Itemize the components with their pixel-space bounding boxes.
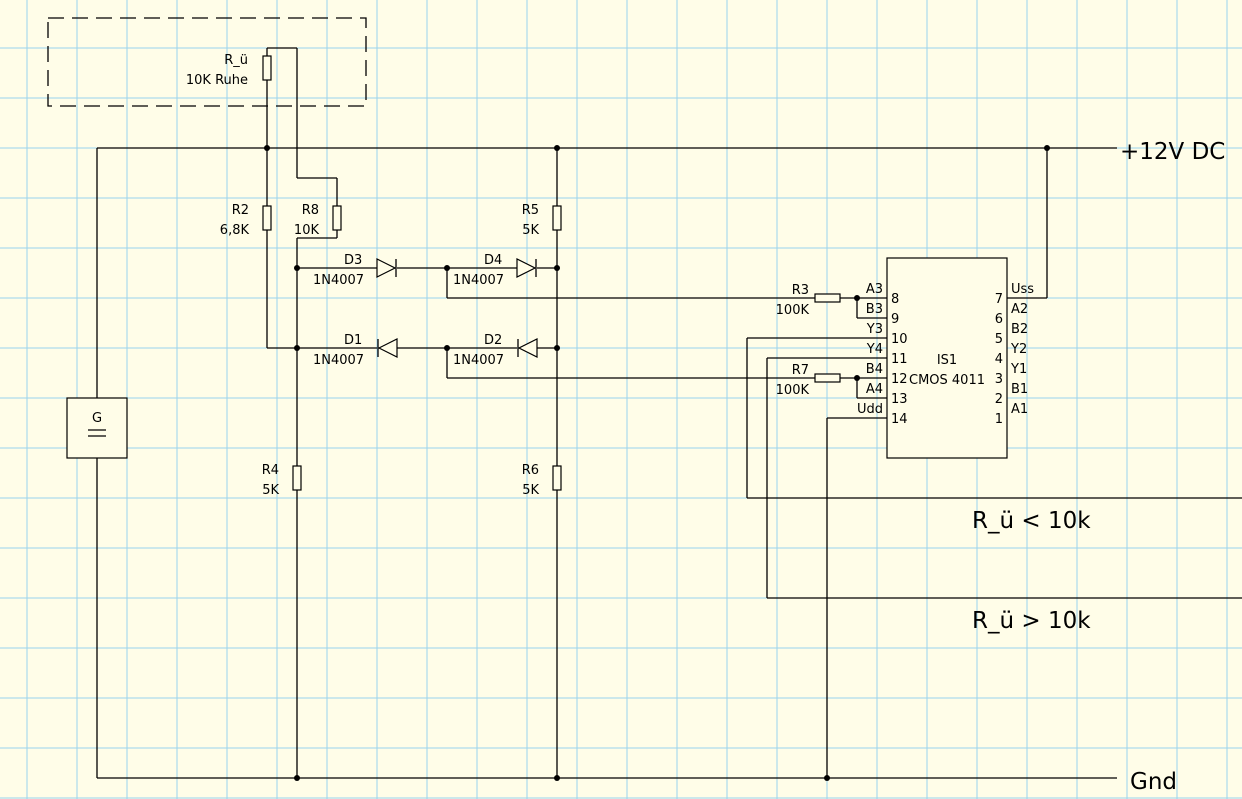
r4-name: R4: [262, 463, 279, 478]
ground-label: Gnd: [1130, 769, 1177, 795]
resistor-r7: [814, 373, 841, 383]
ic-pin-number: 2: [995, 392, 1003, 407]
ic-pin-number: 3: [995, 372, 1003, 387]
ic-pin-number: 12: [891, 372, 908, 387]
r2-name: R2: [232, 203, 249, 218]
ic-pin-number: 6: [995, 312, 1003, 327]
ic-pin-function: B1: [1011, 382, 1028, 397]
output-low-label: R_ü < 10k: [972, 508, 1091, 534]
ic-pin-function: Uss: [1011, 282, 1034, 297]
resistor-r3: [814, 293, 841, 303]
r5-name: R5: [522, 203, 539, 218]
r7-name: R7: [792, 363, 809, 378]
ic-pin-function: B4: [866, 362, 883, 377]
ic-pin-function: A4: [866, 382, 883, 397]
ic-pin-number: 5: [995, 332, 1003, 347]
generator-g: [66, 397, 128, 459]
diode-d1: [377, 338, 398, 358]
ic-pin-number: 4: [995, 352, 1003, 367]
ic-pin-function: A3: [866, 282, 883, 297]
ic-pin-number: 13: [891, 392, 908, 407]
ic-pin-number: 10: [891, 332, 908, 347]
r4-value: 5K: [262, 483, 279, 498]
ic-name: IS1: [937, 353, 957, 368]
ic-pin-function: Y1: [1010, 362, 1027, 377]
ic-pin-number: 8: [891, 292, 899, 307]
r-u-name: R_ü: [224, 53, 248, 68]
resistor-r2: [262, 205, 272, 231]
resistor-r5: [552, 205, 562, 231]
d1-value: 1N4007: [313, 353, 364, 368]
ic-pin-function: A2: [1011, 302, 1028, 317]
r8-name: R8: [302, 203, 319, 218]
r5-value: 5K: [522, 223, 539, 238]
ic-pin-function: B3: [866, 302, 883, 317]
resistor-r6: [552, 465, 562, 491]
sensor-box: [47, 17, 367, 107]
resistor-r4: [292, 465, 302, 491]
ic-pin-function: B2: [1011, 322, 1028, 337]
r6-value: 5K: [522, 483, 539, 498]
supply-label: +12V DC: [1120, 139, 1225, 165]
diode-d3: [376, 258, 397, 278]
ic-pin-function: Y4: [866, 342, 883, 357]
d1-name: D1: [344, 333, 362, 348]
ic-pins: A38B39Y310Y411B412A413Udd14Uss7A26B25Y24…: [857, 282, 1034, 427]
r8-value: 10K: [294, 223, 320, 238]
r3-name: R3: [792, 283, 809, 298]
ic-pin-number: 7: [995, 292, 1003, 307]
generator-name: G: [92, 411, 102, 426]
ic-pin-number: 9: [891, 312, 899, 327]
r2-value: 6,8K: [220, 223, 250, 238]
ic-pin-number: 11: [891, 352, 908, 367]
d3-value: 1N4007: [313, 273, 364, 288]
r7-value: 100K: [776, 383, 810, 398]
ic-is1-body: [886, 257, 1008, 459]
ic-pin-number: 1: [995, 412, 1003, 427]
d2-name: D2: [484, 333, 502, 348]
resistor-r8: [332, 205, 342, 231]
junctions: [264, 145, 1050, 781]
wiring: [96, 47, 1242, 779]
ic-pin-function: Y3: [866, 322, 883, 337]
ic-type: CMOS 4011: [909, 373, 985, 388]
r-u-value: 10K Ruhe: [186, 73, 248, 88]
d2-value: 1N4007: [453, 353, 504, 368]
ic-pin-function: A1: [1011, 402, 1028, 417]
r3-value: 100K: [776, 303, 810, 318]
output-high-label: R_ü > 10k: [972, 608, 1091, 634]
r6-name: R6: [522, 463, 539, 478]
diode-d2: [517, 338, 538, 358]
d4-value: 1N4007: [453, 273, 504, 288]
ic-pin-function: Udd: [857, 402, 883, 417]
diode-d4: [516, 258, 537, 278]
d3-name: D3: [344, 253, 362, 268]
ic-pin-number: 14: [891, 412, 908, 427]
d4-name: D4: [484, 253, 502, 268]
ic-pin-function: Y2: [1010, 342, 1027, 357]
resistor-r-u: [262, 55, 272, 81]
